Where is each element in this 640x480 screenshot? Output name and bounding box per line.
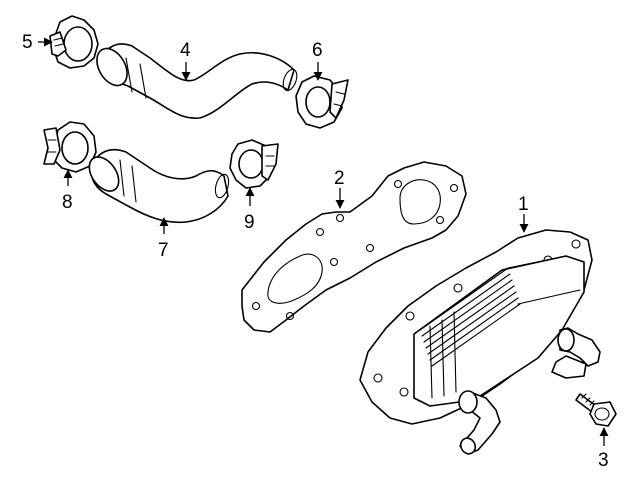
lower-hose-7 (88, 148, 230, 224)
callout-2: 2 (334, 168, 345, 189)
upper-hose-4 (96, 43, 298, 119)
leader-lines (38, 37, 609, 446)
callout-4: 4 (180, 40, 191, 61)
callout-6: 6 (312, 40, 323, 61)
hose-clamp-9 (229, 139, 279, 189)
callout-3: 3 (598, 450, 609, 471)
hose-clamp-8 (43, 121, 97, 173)
callout-7: 7 (158, 240, 169, 261)
callout-5: 5 (22, 32, 33, 53)
bolt-3 (575, 393, 617, 427)
callout-1: 1 (518, 194, 529, 215)
hose-clamp-5 (49, 15, 99, 69)
callout-8: 8 (62, 192, 73, 213)
hose-clamp-6 (295, 75, 349, 129)
oil-cooler-1 (359, 229, 601, 455)
gasket-2 (241, 161, 467, 333)
callout-9: 9 (244, 212, 255, 233)
